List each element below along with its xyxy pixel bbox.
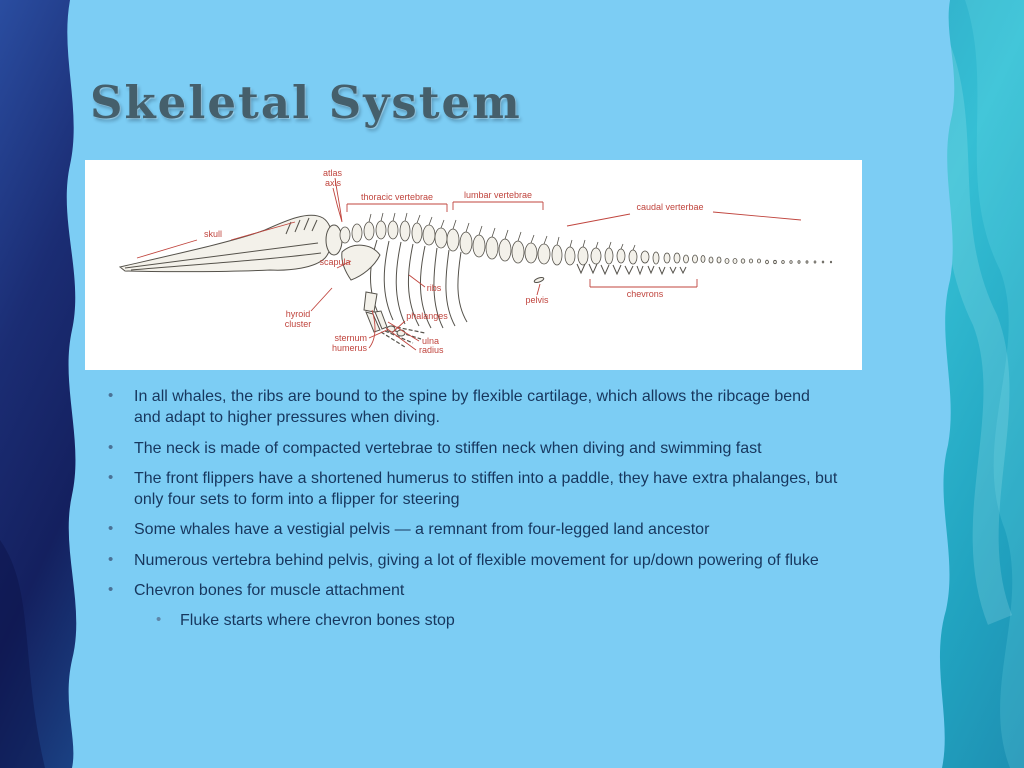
label-skull: skull: [204, 229, 222, 239]
bullet-icon: •: [156, 611, 162, 629]
label-caudal-vertebrae: caudal verterbae: [636, 202, 703, 212]
bullet-icon: •: [108, 438, 114, 456]
whale-skeleton-figure: atlas axis thoracic vertebrae lumbar ver…: [118, 168, 833, 355]
label-hyroid-cluster: cluster: [285, 319, 312, 329]
bullet-icon: •: [108, 520, 114, 538]
label-lumbar-vertebrae: lumbar vertebrae: [464, 190, 532, 200]
bullet-item: • The front flippers have a shortened hu…: [100, 468, 840, 511]
label-pelvis: pelvis: [525, 295, 549, 305]
bullet-text: Numerous vertebra behind pelvis, giving …: [134, 551, 819, 569]
label-sternum: sternum: [334, 333, 367, 343]
diagram-labels: atlas axis thoracic vertebrae lumbar ver…: [204, 168, 704, 355]
bullet-icon: •: [108, 468, 114, 486]
label-ulna: ulna: [422, 336, 439, 346]
label-phalanges: phalanges: [406, 311, 448, 321]
teal-wave-decoration: [965, 0, 1024, 768]
label-radius: radius: [419, 345, 444, 355]
label-thoracic-vertebrae: thoracic vertebrae: [361, 192, 433, 202]
bullet-item-sub: • Fluke starts where chevron bones stop: [100, 610, 840, 631]
bullet-icon: •: [108, 387, 114, 404]
label-scapula: scapula: [319, 257, 350, 267]
teal-wave-stroke: [918, 24, 1013, 625]
chevron-bones: [576, 263, 687, 276]
label-hyroid: hyroid: [286, 309, 311, 319]
bullet-text: In all whales, the ribs are bound to the…: [134, 388, 810, 427]
label-atlas: atlas: [323, 168, 343, 178]
bullet-item: • Some whales have a vestigial pelvis — …: [100, 519, 840, 540]
bullet-text: Some whales have a vestigial pelvis — a …: [134, 521, 710, 539]
label-leader-lines: [136, 177, 802, 351]
bullet-item: • Numerous vertebra behind pelvis, givin…: [100, 550, 840, 571]
navy-wave-decoration: [0, 540, 45, 768]
bullet-text: Fluke starts where chevron bones stop: [180, 612, 455, 630]
bullet-icon: •: [108, 550, 114, 568]
pelvis-bone: [533, 276, 545, 284]
diagram-panel: atlas axis thoracic vertebrae lumbar ver…: [85, 160, 862, 370]
skull-bones: [118, 214, 343, 273]
label-chevrons: chevrons: [627, 289, 664, 299]
bullet-text: Chevron bones for muscle attachment: [134, 581, 405, 599]
slide-title: Skeletal System: [90, 76, 522, 129]
label-humerus: humerus: [332, 343, 368, 353]
bullet-text: The neck is made of compacted vertebrae …: [134, 439, 762, 457]
bullet-list: • In all whales, the ribs are bound to t…: [100, 386, 840, 640]
bullet-item: • In all whales, the ribs are bound to t…: [100, 386, 840, 429]
rib-bones: [370, 239, 468, 329]
label-ribs: ribs: [427, 283, 442, 293]
bullet-icon: •: [108, 580, 114, 598]
bullet-text: The front flippers have a shortened hume…: [134, 469, 838, 509]
spinal-column: [339, 212, 833, 266]
label-axis: axis: [325, 178, 342, 188]
bullet-item: • The neck is made of compacted vertebra…: [100, 438, 840, 459]
bullet-item: • Chevron bones for muscle attachment: [100, 580, 840, 601]
